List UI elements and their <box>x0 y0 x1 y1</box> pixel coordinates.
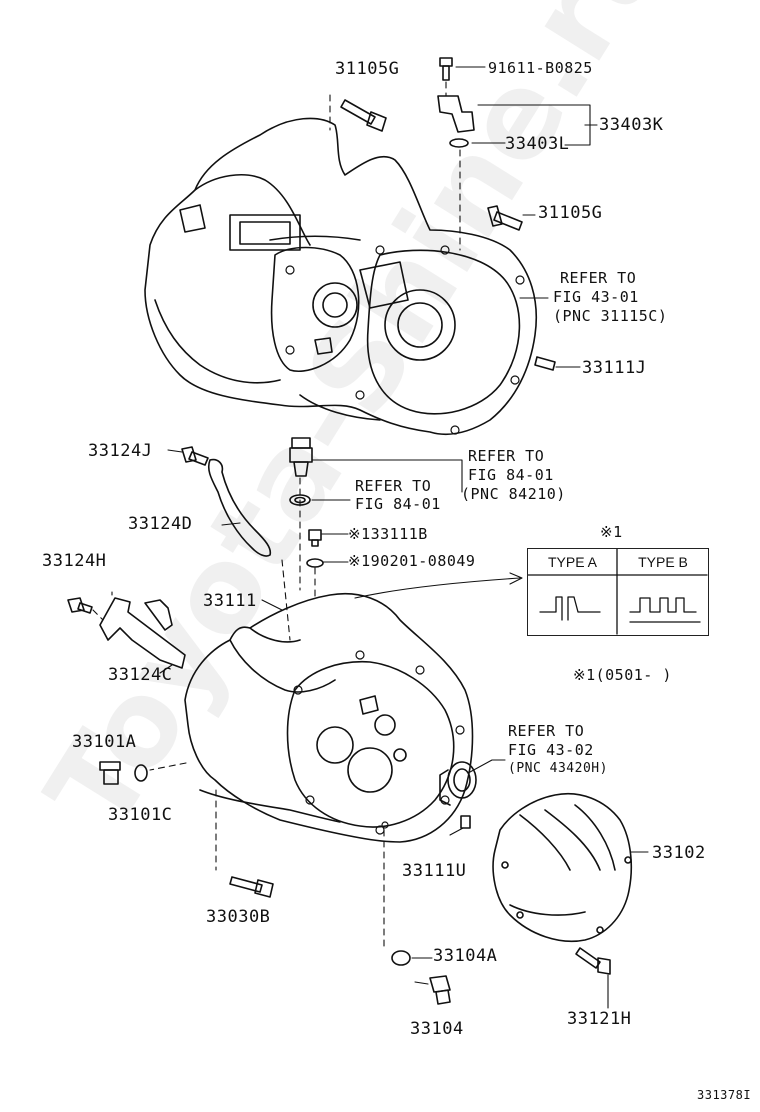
bolt-33030b <box>229 876 274 898</box>
label-33101a: 33101A <box>72 732 137 752</box>
plug-133111b <box>308 529 322 547</box>
ref-fig-43-02-line3: (PNC 43420H) <box>508 761 608 776</box>
diagram-id: 331378I <box>697 1088 752 1102</box>
label-33104a: 33104A <box>433 946 498 966</box>
label-33124h: 33124H <box>42 551 107 571</box>
label-33124c: 33124C <box>108 665 173 685</box>
o-ring-33403l <box>449 138 469 148</box>
ref-fig-43-01-line2: FIG 43-01 <box>553 288 639 306</box>
label-33403l: 33403L <box>505 134 570 154</box>
label-33030b: 33030B <box>206 907 271 927</box>
pin-33111j <box>534 356 556 371</box>
label-133111b: ※133111B <box>348 525 428 543</box>
label-33111j: 33111J <box>582 358 647 378</box>
ref-fig-43-02-line2: FIG 43-02 <box>508 741 594 759</box>
gasket-33104a <box>391 950 411 966</box>
label-33124j: 33124J <box>88 441 153 461</box>
label-33111u: 33111U <box>402 861 467 881</box>
ref-fig-84-01-a-line2: FIG 84-01 <box>468 466 554 484</box>
bolt-91611-b0825 <box>439 57 453 81</box>
label-33104: 33104 <box>410 1019 464 1039</box>
ref-fig-84-01-b-line2: FIG 84-01 <box>355 495 441 513</box>
plug-33104 <box>429 975 451 1005</box>
gasket-190201-08049 <box>306 558 324 568</box>
bolt-33124h <box>67 597 93 614</box>
ref-fig-84-01-a-line3: (PNC 84210) <box>461 485 566 503</box>
note-range: ※1(0501- ) <box>573 666 672 684</box>
lever-33124c <box>99 597 186 669</box>
bolt-33121h <box>575 947 611 975</box>
ref-fig-84-01-a-line1: REFER TO <box>468 447 545 465</box>
sensor-33403k <box>437 95 475 133</box>
label-91611-b0825: 91611-B0825 <box>488 59 593 77</box>
label-33102: 33102 <box>652 843 706 863</box>
bolt-33124j <box>181 446 209 466</box>
plug-33101a <box>99 761 121 785</box>
label-190201-08049: ※190201-08049 <box>348 552 476 570</box>
label-33403k: 33403K <box>599 115 664 135</box>
label-33111: 33111 <box>203 591 257 611</box>
type-a-label: TYPE A <box>547 554 598 570</box>
label-33101c: 33101C <box>108 805 173 825</box>
label-33121h: 33121H <box>567 1009 632 1029</box>
note-mark-1: ※1 <box>600 523 623 541</box>
ref-fig-43-02-line1: REFER TO <box>508 722 585 740</box>
switch-sensor-84210 <box>289 437 313 477</box>
bolt-31105g-mid <box>487 205 523 231</box>
type-legend-box: TYPE A TYPE B <box>527 548 709 636</box>
gasket-33101c <box>134 764 148 782</box>
pin-33111u <box>460 815 471 829</box>
ref-fig-84-01-b-line1: REFER TO <box>355 477 432 495</box>
label-31105g-top: 31105G <box>335 59 400 79</box>
lower-transmission-case <box>184 592 477 843</box>
ref-fig-43-01-line1: REFER TO <box>560 269 637 287</box>
label-31105g-mid: 31105G <box>538 203 603 223</box>
bolt-31105g-top <box>340 99 387 132</box>
ref-fig-43-01-line3: (PNC 31115C) <box>553 307 668 325</box>
type-b-label: TYPE B <box>638 554 688 570</box>
lever-33124d <box>207 458 272 557</box>
rear-cover-33102 <box>492 793 633 943</box>
label-33124d: 33124D <box>128 514 193 534</box>
upper-transmission-case <box>144 117 538 436</box>
